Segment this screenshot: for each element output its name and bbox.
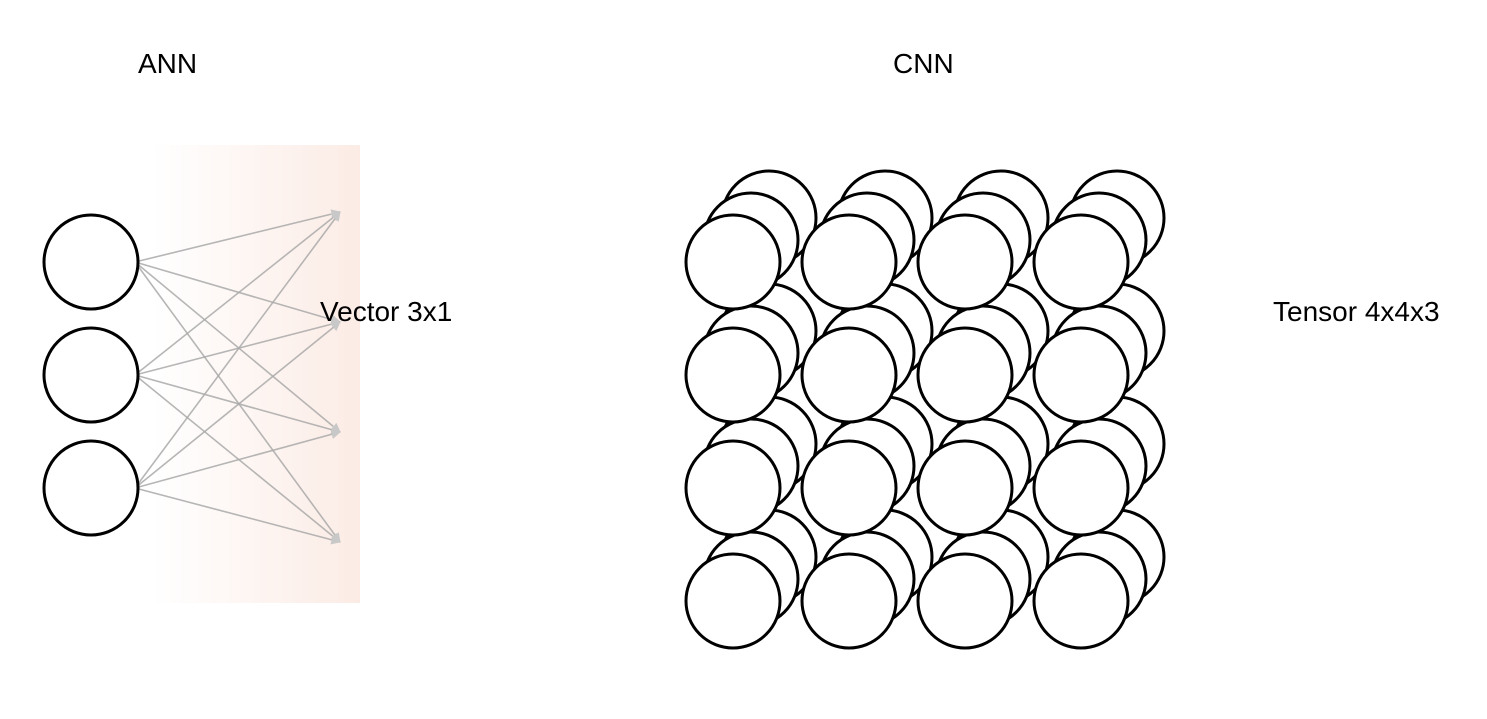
connection-arrow — [134, 319, 341, 376]
connection-arrow — [134, 261, 341, 543]
tensor-neuron — [1032, 326, 1130, 424]
tensor-neuron — [916, 439, 1014, 537]
cnn-tensor — [684, 169, 1166, 650]
input-neuron — [42, 326, 140, 424]
tensor-neuron — [684, 213, 782, 311]
vector-shape-label: Vector 3x1 — [320, 296, 453, 327]
tensor-neuron — [684, 326, 782, 424]
tensor-neuron — [1032, 213, 1130, 311]
ann-title: ANN — [138, 48, 198, 79]
tensor-neuron — [916, 552, 1014, 650]
tensor-neuron — [916, 213, 1014, 311]
input-neuron — [42, 439, 140, 537]
connection-arrow — [134, 261, 341, 433]
connection-arrow — [134, 374, 341, 435]
tensor-neuron — [684, 552, 782, 650]
connection-arrow — [134, 211, 341, 489]
tensor-neuron — [800, 326, 898, 424]
tensor-neuron — [1032, 439, 1130, 537]
connection-arrow — [134, 209, 341, 263]
ann-network — [42, 145, 360, 603]
connection-arrow — [134, 429, 341, 489]
tensor-neuron — [800, 213, 898, 311]
connection-arrow — [134, 321, 341, 489]
tensor-neuron — [1032, 552, 1130, 650]
tensor-neuron — [800, 439, 898, 537]
connection-arrow — [134, 487, 341, 545]
input-neuron — [42, 213, 140, 311]
fade-band — [152, 145, 360, 603]
tensor-shape-label: Tensor 4x4x3 — [1273, 296, 1440, 327]
connection-arrow — [134, 211, 341, 376]
cnn-title: CNN — [893, 48, 954, 79]
tensor-neuron — [800, 552, 898, 650]
tensor-neuron — [916, 326, 1014, 424]
connection-arrow — [134, 261, 341, 325]
tensor-neuron — [684, 439, 782, 537]
connection-arrow — [134, 374, 341, 543]
